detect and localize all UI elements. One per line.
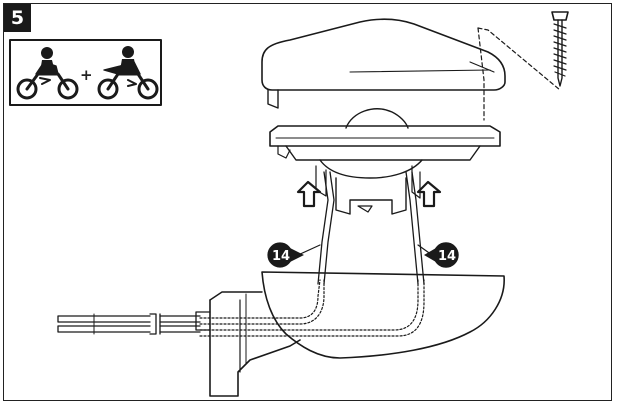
callout-label-left: 14 xyxy=(272,249,290,264)
rider-icons-box xyxy=(9,39,162,106)
wire-clip-left xyxy=(317,171,335,285)
motorcycle-rider-icon xyxy=(16,47,79,100)
wire-routing-dotted xyxy=(199,279,425,337)
license-bracket xyxy=(195,291,301,397)
callout-14-right: 14 xyxy=(424,242,459,268)
rider-passenger-icons: + xyxy=(9,39,162,106)
up-arrow-right xyxy=(416,180,442,208)
wire-connectors xyxy=(57,313,201,335)
up-arrow-left xyxy=(296,180,322,208)
install-path-lines xyxy=(477,27,561,121)
step-number: 5 xyxy=(10,7,25,29)
motorcycle-passenger-icon xyxy=(97,46,159,100)
plus-operator: + xyxy=(80,66,93,84)
base-plate xyxy=(269,108,501,215)
diagram-frame xyxy=(3,3,612,401)
callout-label-right: 14 xyxy=(438,249,456,264)
wire-clip-right xyxy=(405,171,425,285)
step-number-badge: 5 xyxy=(4,4,31,32)
screw xyxy=(551,11,569,87)
callout-leaders xyxy=(297,244,433,256)
callout-14-left: 14 xyxy=(267,242,304,268)
top-cover xyxy=(261,18,506,109)
rear-fender xyxy=(261,271,505,359)
